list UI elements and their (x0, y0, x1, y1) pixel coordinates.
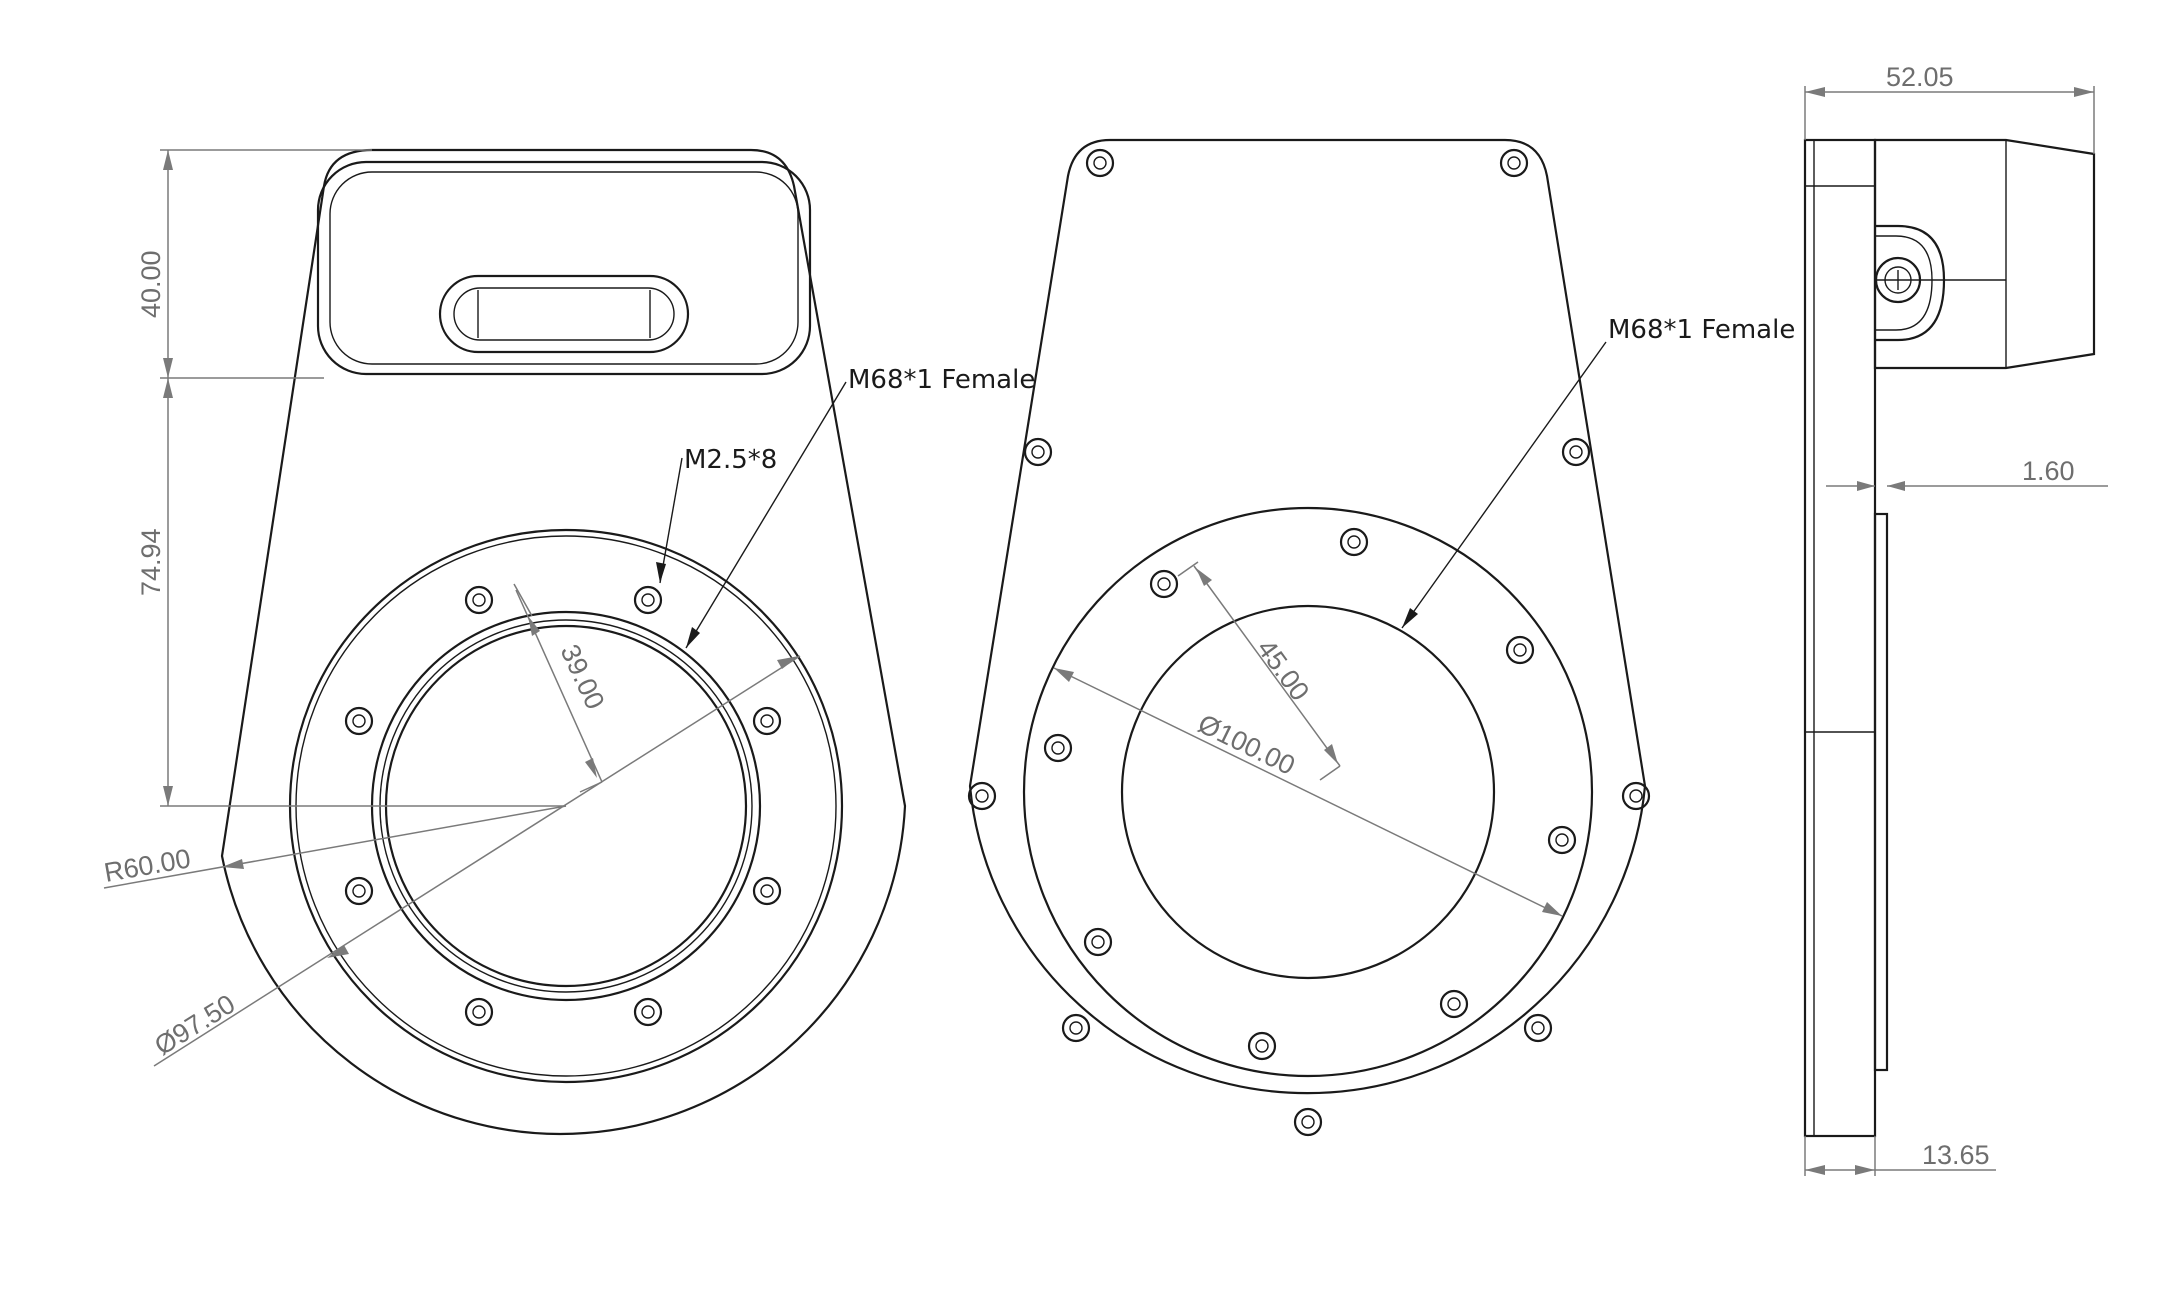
screw-hole (752, 876, 782, 906)
screw-hole (1339, 527, 1369, 557)
side-view: 52.05 1.60 13.65 (1803, 62, 2108, 1176)
dim-plate-thickness: 1.60 (2022, 456, 2075, 486)
screw-holes-back (967, 148, 1651, 1137)
dim-base-thickness: 13.65 (1922, 1140, 1990, 1170)
screw-hole (464, 997, 494, 1027)
handle-recess (316, 160, 812, 376)
slot-inner (453, 287, 675, 341)
back-plate-ring (1022, 506, 1594, 1078)
callout-left-bore-thread: M68*1 Female (848, 365, 1035, 395)
screw-hole (752, 706, 782, 736)
screw-hole (1083, 927, 1113, 957)
screw-hole (344, 706, 374, 736)
handle-recess-inner (329, 171, 799, 365)
screw-hole (1547, 825, 1577, 855)
screw-hole (1247, 1031, 1277, 1061)
dim-ring-radius-left: 39.00 (555, 640, 611, 714)
screw-hole (633, 997, 663, 1027)
screw-hole (1293, 1107, 1323, 1137)
screw-hole (1561, 437, 1591, 467)
dim-ring-radius-right: 45.00 (1251, 634, 1315, 706)
screw-hole (633, 585, 663, 615)
front-view-outline (220, 148, 907, 1136)
side-plate (1803, 138, 1877, 1138)
dim-side-width: 52.05 (1886, 62, 1954, 92)
side-bolt (1874, 256, 1922, 304)
screw-hole (967, 781, 997, 811)
screw-hole (1043, 733, 1073, 763)
callout-screw-spec: M2.5*8 (684, 445, 777, 475)
back-bore (1120, 604, 1496, 980)
front-view: 40.00 74.94 R60.00 Ø97.50 39.00 M2.5*8 M… (102, 148, 1035, 1136)
screw-hole (1499, 148, 1529, 178)
callout-right-bore-thread: M68*1 Female (1608, 315, 1795, 345)
dim-center-offset: 74.94 (136, 528, 166, 596)
side-handle-block (1873, 138, 2096, 370)
side-step (1873, 512, 1889, 1072)
screw-hole (1061, 1013, 1091, 1043)
screw-holes-front (344, 585, 782, 1027)
screw-hole (1439, 989, 1469, 1019)
dim-slot-height: 40.00 (136, 250, 166, 318)
screw-hole (1023, 437, 1053, 467)
screw-hole (1085, 148, 1115, 178)
screw-hole (1505, 635, 1535, 665)
dim-radius: R60.00 (102, 843, 193, 888)
back-view: 45.00 Ø100.00 M68*1 Female (967, 138, 1795, 1137)
screw-hole (1621, 781, 1651, 811)
screw-hole (1523, 1013, 1553, 1043)
dim-flange-diameter: Ø97.50 (149, 989, 240, 1061)
screw-hole (464, 585, 494, 615)
screw-hole (344, 876, 374, 906)
screw-hole (1149, 569, 1179, 599)
slot (438, 274, 690, 354)
